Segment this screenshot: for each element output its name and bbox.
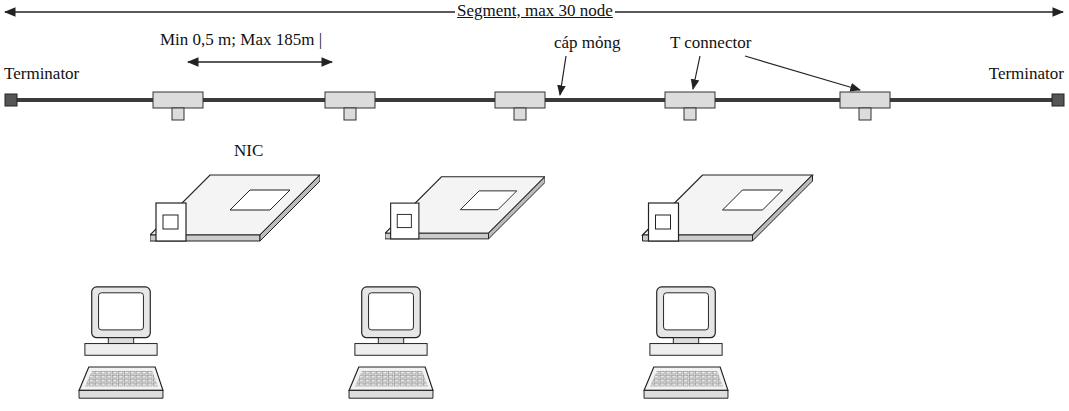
t-connector-symbol (153, 92, 203, 108)
nic-card (385, 177, 545, 239)
t-connector-symbol (344, 108, 356, 120)
computer-icon (79, 287, 163, 398)
t-connector-symbol (840, 92, 890, 108)
computer-icon (349, 287, 433, 398)
connector-label: T connector (668, 33, 753, 53)
t-connector-symbol (684, 108, 696, 120)
computer-icon (79, 287, 728, 398)
distance-arrow (188, 61, 332, 62)
nic-label: NIC (232, 141, 265, 161)
leader-line (560, 56, 566, 95)
leader-line (745, 56, 860, 90)
nic-card (150, 175, 813, 241)
leader-line (560, 56, 860, 95)
terminator-label: Terminator (2, 64, 81, 84)
nic-card (643, 175, 813, 241)
t-connector-symbol (495, 92, 545, 108)
computer-icon (644, 287, 728, 398)
leader-line (693, 56, 700, 89)
distance-label: Min 0,5 m; Max 185m | (158, 30, 324, 50)
nic-card (150, 175, 320, 241)
t-connector-symbol (859, 108, 871, 120)
t-connector-symbol (153, 92, 890, 120)
terminator-symbol (1052, 94, 1064, 106)
terminator-symbol (5, 94, 17, 106)
segment-label: Segment, max 30 node (455, 1, 615, 21)
terminator-label: Terminator (987, 64, 1066, 84)
cable-label: cáp mỏng (552, 33, 623, 53)
t-connector-symbol (514, 108, 526, 120)
t-connector-symbol (172, 108, 184, 120)
t-connector-symbol (325, 92, 375, 108)
t-connector-symbol (665, 92, 715, 108)
